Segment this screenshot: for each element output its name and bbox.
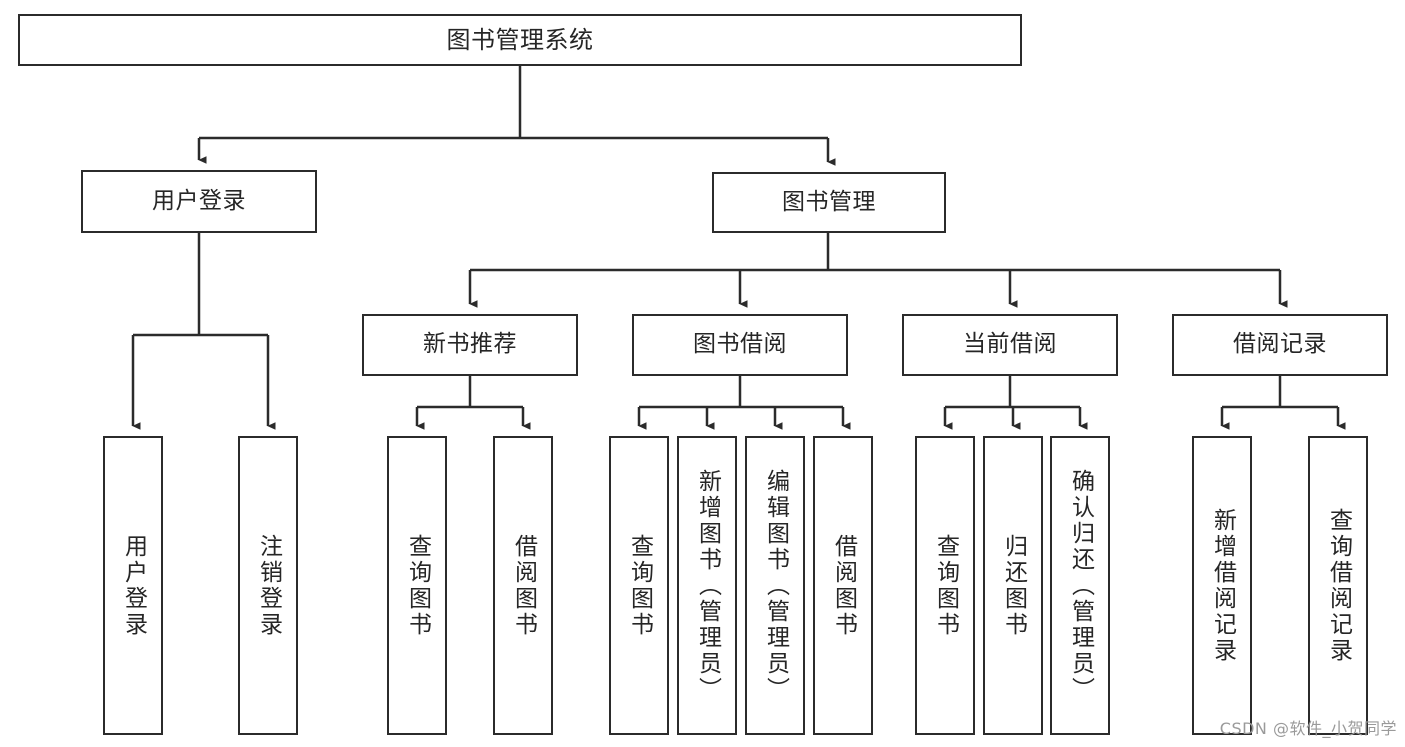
node-borrow-record-label: 借阅记录 [1233, 331, 1327, 358]
node-leaf-query-book-3[interactable]: 查询图书 [915, 436, 975, 735]
node-leaf-confirm-return[interactable]: 确认归还（管理员） [1050, 436, 1110, 735]
node-leaf-add-record[interactable]: 新增借阅记录 [1192, 436, 1252, 735]
node-leaf-borrow-book-1-label: 借阅图书 [510, 533, 537, 638]
node-new-book-recommend-label: 新书推荐 [423, 331, 517, 358]
node-user-login[interactable]: 用户登录 [81, 170, 317, 233]
node-leaf-borrow-book-1[interactable]: 借阅图书 [493, 436, 553, 735]
node-leaf-query-book-2[interactable]: 查询图书 [609, 436, 669, 735]
node-leaf-user-login[interactable]: 用户登录 [103, 436, 163, 735]
node-leaf-query-book-2-label: 查询图书 [626, 533, 653, 638]
node-new-book-recommend[interactable]: 新书推荐 [362, 314, 578, 376]
node-leaf-borrow-book-2-label: 借阅图书 [830, 533, 857, 638]
node-leaf-query-record-label: 查询借阅记录 [1325, 507, 1352, 664]
node-leaf-query-book-1[interactable]: 查询图书 [387, 436, 447, 735]
node-leaf-logout[interactable]: 注销登录 [238, 436, 298, 735]
node-leaf-add-book-label: 新增图书（管理员） [694, 468, 721, 703]
node-leaf-return-book-label: 归还图书 [1000, 533, 1027, 638]
node-leaf-add-record-label: 新增借阅记录 [1209, 507, 1236, 664]
node-leaf-query-book-3-label: 查询图书 [932, 533, 959, 638]
node-book-borrow[interactable]: 图书借阅 [632, 314, 848, 376]
node-leaf-query-book-1-label: 查询图书 [404, 533, 431, 638]
node-borrow-record[interactable]: 借阅记录 [1172, 314, 1388, 376]
node-leaf-confirm-return-label: 确认归还（管理员） [1067, 468, 1094, 703]
node-root-system-label: 图书管理系统 [446, 25, 594, 54]
node-current-borrow[interactable]: 当前借阅 [902, 314, 1118, 376]
node-leaf-edit-book[interactable]: 编辑图书（管理员） [745, 436, 805, 735]
node-book-borrow-label: 图书借阅 [693, 331, 787, 358]
node-leaf-edit-book-label: 编辑图书（管理员） [762, 468, 789, 703]
node-leaf-logout-label: 注销登录 [255, 533, 282, 638]
node-user-login-label: 用户登录 [152, 187, 246, 214]
node-leaf-add-book[interactable]: 新增图书（管理员） [677, 436, 737, 735]
node-root-system[interactable]: 图书管理系统 [18, 14, 1022, 66]
node-leaf-borrow-book-2[interactable]: 借阅图书 [813, 436, 873, 735]
node-book-management[interactable]: 图书管理 [712, 172, 946, 233]
node-leaf-query-record[interactable]: 查询借阅记录 [1308, 436, 1368, 735]
node-leaf-user-login-label: 用户登录 [120, 533, 147, 638]
node-leaf-return-book[interactable]: 归还图书 [983, 436, 1043, 735]
node-current-borrow-label: 当前借阅 [963, 331, 1057, 358]
csdn-watermark: CSDN @软件_小贺同学 [1219, 719, 1397, 738]
node-book-management-label: 图书管理 [782, 188, 876, 215]
